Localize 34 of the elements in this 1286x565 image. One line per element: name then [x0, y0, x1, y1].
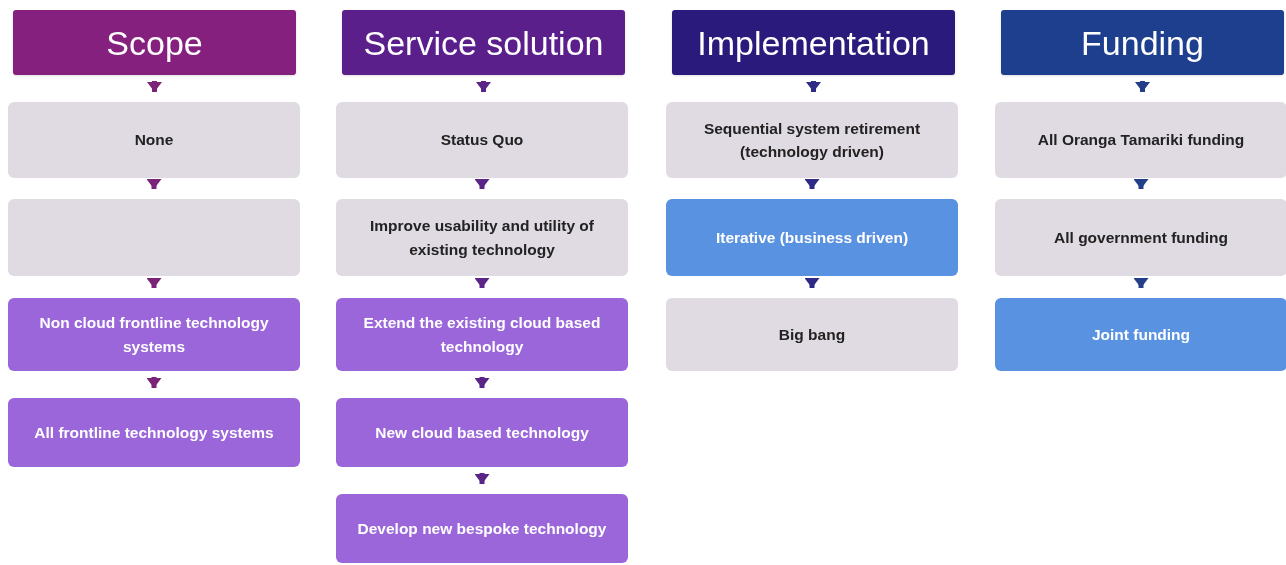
- arrow: [804, 278, 820, 288]
- option-box: Sequential system retirement (technology driven): [666, 102, 958, 178]
- arrow: [804, 179, 820, 189]
- option-box: None: [8, 102, 300, 178]
- header-box: Service solution: [342, 10, 625, 75]
- arrow: [1133, 278, 1149, 288]
- option-box: Develop new bespoke technology: [336, 494, 628, 563]
- arrow: [474, 473, 490, 484]
- arrow: [474, 179, 490, 189]
- option-box: New cloud based technology: [336, 398, 628, 467]
- header-box: Implementation: [672, 10, 955, 75]
- option-box: Improve usability and utility of existing technology: [336, 199, 628, 276]
- arrow: [474, 377, 490, 388]
- arrow: [146, 278, 162, 288]
- option-box: All Oranga Tamariki funding: [995, 102, 1286, 178]
- arrow: [474, 278, 490, 288]
- option-box: Extend the existing cloud based technology: [336, 298, 628, 371]
- arrow: [147, 81, 162, 92]
- option-box: Non cloud frontline technology systems: [8, 298, 300, 371]
- arrow: [146, 377, 162, 388]
- option-box: Status Quo: [336, 102, 628, 178]
- header-box: Scope: [13, 10, 296, 75]
- arrow: [1133, 179, 1149, 189]
- option-box: Joint funding: [995, 298, 1286, 371]
- arrow: [146, 179, 162, 189]
- option-box: All frontline technology systems: [8, 398, 300, 467]
- header-box: Funding: [1001, 10, 1284, 75]
- option-box: [8, 199, 300, 276]
- option-box: Iterative (business driven): [666, 199, 958, 276]
- arrow: [806, 81, 821, 92]
- arrow: [1135, 81, 1150, 92]
- option-box: Big bang: [666, 298, 958, 371]
- arrow: [476, 81, 491, 92]
- option-box: All government funding: [995, 199, 1286, 276]
